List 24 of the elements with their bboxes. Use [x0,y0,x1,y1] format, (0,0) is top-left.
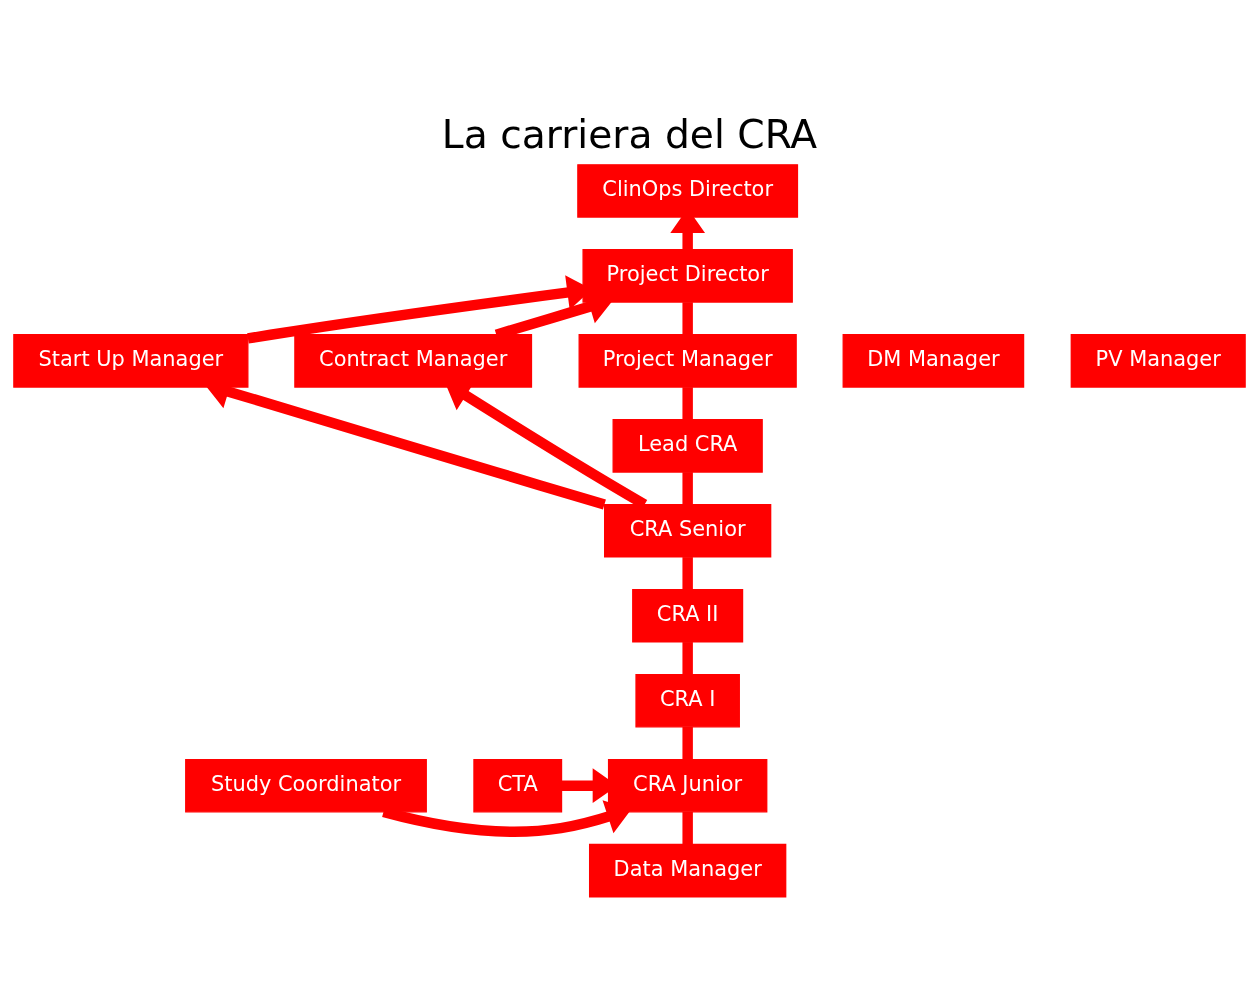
connector [682,727,693,760]
connector [682,557,693,590]
node-box: Project Manager [578,334,797,388]
connector [682,302,693,335]
node-box: ClinOps Director [577,164,799,218]
node-box: CRA II [632,588,744,643]
node-box: CRA Senior [604,504,772,558]
node-box: Project Director [582,249,793,303]
node-box: CRA I [635,673,740,728]
node-box: Contract Manager [294,334,533,388]
node-box: Start Up Manager [13,334,249,388]
node-box: CTA [473,758,563,813]
connector [682,472,693,505]
node-box: CRA Junior [607,758,768,813]
node-box: Data Manager [588,843,787,898]
node-box: PV Manager [1070,334,1246,388]
node-box: DM Manager [842,334,1025,388]
node-box: Study Coordinator [185,758,427,813]
diagram-title: La carriera del CRA [441,111,818,157]
connector [682,387,693,420]
arrow [382,800,632,837]
connector [682,812,693,845]
node-box: Lead CRA [612,419,763,473]
connector [682,642,693,675]
